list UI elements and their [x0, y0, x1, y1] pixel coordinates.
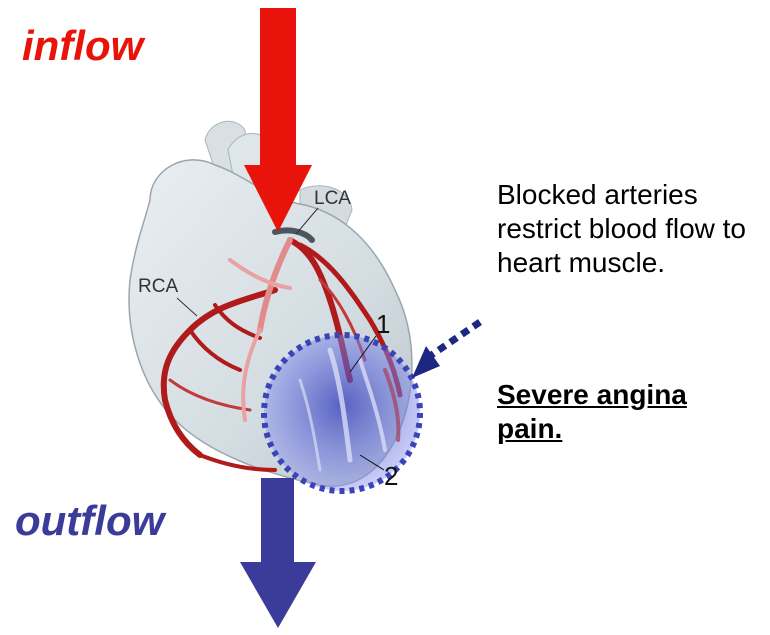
rca-label: RCA	[138, 276, 178, 297]
inflow-label: inflow	[22, 22, 143, 70]
pointer-arrow	[412, 322, 480, 378]
outflow-arrow	[240, 478, 316, 628]
outflow-label: outflow	[15, 497, 164, 545]
lca-label: LCA	[314, 188, 351, 209]
description-text: Blocked arteries restrict blood flow to …	[497, 178, 767, 280]
point-2-label: 2	[384, 461, 398, 491]
point-1-label: 1	[376, 309, 390, 339]
severe-pain-text: Severe angina pain.	[497, 378, 757, 446]
